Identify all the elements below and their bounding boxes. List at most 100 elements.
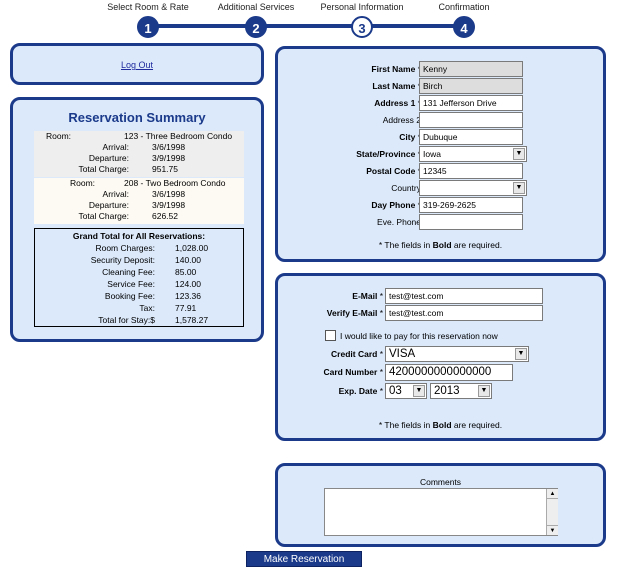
grand-line-label: Booking Fee: [104, 291, 155, 301]
room-label: Room: [46, 131, 72, 141]
grand-line-label: Total for Stay:$ [98, 315, 155, 325]
address1-label: Address 1 [374, 98, 416, 108]
last-name-label: Last Name [372, 81, 416, 91]
grand-line-label: Tax: [139, 303, 155, 313]
payment-panel: E-Mail * test@test.com Verify E-Mail * t… [275, 273, 606, 441]
address1-field[interactable]: 131 Jefferson Drive [419, 95, 523, 111]
room-summary-2: Room: 208 - Two Bedroom Condo Arrival: 3/6… [34, 178, 244, 224]
grand-line-label: Cleaning Fee: [102, 267, 155, 277]
exp-date-label: Exp. Date [338, 386, 378, 396]
comments-scrollbar[interactable]: ▲ ▼ [546, 489, 558, 535]
departure-value: 3/9/1998 [152, 200, 186, 210]
step-1-label: Select Room & Rate [107, 2, 189, 12]
total-charge-value: 951.75 [152, 164, 178, 174]
grand-line-label: Room Charges: [95, 243, 155, 253]
pay-now-checkbox[interactable] [325, 330, 336, 341]
arrival-label: Arrival: [102, 142, 129, 152]
grand-line-value: 85.00 [175, 267, 197, 277]
eve-phone-label: Eve. Phone [377, 217, 421, 227]
chevron-down-icon: ▼ [478, 385, 490, 397]
pay-now-label: I would like to pay for this reservation… [340, 331, 498, 341]
make-reservation-button[interactable]: Make Reservation [246, 551, 362, 567]
grand-total-title: Grand Total for All Reservations: [72, 231, 206, 241]
card-number-label: Card Number [323, 367, 378, 377]
chevron-down-icon: ▼ [515, 348, 527, 360]
logout-panel: Log Out [10, 43, 264, 85]
step-4-circle: 4 [453, 16, 475, 38]
last-name-field[interactable]: Birch [419, 78, 523, 94]
postal-code-field[interactable]: 12345 [419, 163, 523, 179]
postal-label: Postal Code [366, 166, 416, 176]
eve-phone-field[interactable] [419, 214, 523, 230]
arrival-value: 3/6/1998 [152, 142, 186, 152]
grand-line-value: 77.91 [175, 303, 197, 313]
room-value: 123 - Three Bedroom Condo [124, 131, 233, 141]
grand-line-value: 140.00 [175, 255, 201, 265]
exp-month-select[interactable]: 03 ▼ [385, 383, 427, 399]
state-select[interactable]: Iowa ▼ [419, 146, 527, 162]
grand-line-value: 1,028.00 [175, 243, 209, 253]
verify-email-field[interactable]: test@test.com [385, 305, 543, 321]
scroll-down-icon[interactable]: ▼ [547, 525, 558, 535]
city-label: City [399, 132, 416, 142]
card-number-field[interactable]: 4200000000000000 [385, 364, 513, 381]
address2-field[interactable] [419, 112, 523, 128]
total-charge-label: Total Charge: [78, 164, 129, 174]
summary-title: Reservation Summary [68, 110, 206, 125]
progress-line [146, 24, 464, 28]
room-value: 208 - Two Bedroom Condo [124, 178, 226, 188]
arrival-value: 3/6/1998 [152, 189, 186, 199]
exp-year-value: 2013 [434, 385, 460, 397]
room-summary-1: Room: 123 - Three Bedroom Condo Arrival: 3… [34, 131, 244, 177]
credit-card-select[interactable]: VISA ▼ [385, 346, 529, 362]
required-note: * The fields in Bold are required. [378, 420, 503, 430]
city-field[interactable]: Dubuque [419, 129, 523, 145]
arrival-label: Arrival: [102, 189, 129, 199]
day-phone-field[interactable]: 319-269-2625 [419, 197, 523, 213]
credit-card-value: VISA [389, 348, 416, 360]
country-label: Country [391, 183, 421, 193]
state-value: Iowa [423, 149, 441, 159]
departure-label: Departure: [88, 200, 129, 210]
first-name-label: First Name [371, 64, 416, 74]
step-2-circle: 2 [245, 16, 267, 38]
grand-line-label: Service Fee: [107, 279, 155, 289]
total-charge-value: 626.52 [152, 211, 178, 221]
day-phone-label: Day Phone [371, 200, 416, 210]
grand-line-label: Security Deposit: [90, 255, 155, 265]
chevron-down-icon: ▼ [413, 385, 425, 397]
departure-value: 3/9/1998 [152, 153, 186, 163]
progress-steps: Select Room & Rate 1 Additional Services… [0, 0, 618, 40]
step-2-label: Additional Services [217, 2, 295, 12]
comments-textarea[interactable] [324, 488, 558, 536]
grand-line-value: 123.36 [175, 291, 201, 301]
required-note: * The fields in Bold are required. [378, 240, 503, 250]
verify-email-label: Verify E-Mail [326, 308, 378, 318]
address2-label: Address 2 [382, 115, 421, 125]
comments-label: Comments [419, 477, 462, 487]
departure-label: Departure: [88, 153, 129, 163]
room-label: Room: [70, 178, 96, 188]
grand-line-value: 124.00 [175, 279, 201, 289]
comments-panel: Comments ▲ ▼ [275, 463, 606, 547]
country-select[interactable]: ▼ [419, 180, 527, 196]
chevron-down-icon: ▼ [513, 148, 525, 160]
personal-info-panel: First Name * Kenny Last Name * Birch Add… [275, 46, 606, 262]
first-name-field[interactable]: Kenny [419, 61, 523, 77]
step-3-circle: 3 [351, 16, 373, 38]
step-1-circle: 1 [137, 16, 159, 38]
logout-link[interactable]: Log Out [120, 60, 154, 70]
step-1: Select Room & Rate 1 [88, 0, 208, 38]
scroll-up-icon[interactable]: ▲ [547, 489, 558, 499]
step-3-label: Personal Information [320, 2, 404, 12]
email-label: E-Mail [352, 291, 378, 301]
email-field[interactable]: test@test.com [385, 288, 543, 304]
grand-total-box: Grand Total for All Reservations: Room C… [34, 228, 244, 327]
credit-card-label: Credit Card [331, 349, 378, 359]
reservation-summary-panel: Reservation Summary Room: 123 - Three Bed… [10, 97, 264, 342]
exp-year-select[interactable]: 2013 ▼ [430, 383, 492, 399]
state-label: State/Province [356, 149, 416, 159]
exp-month-value: 03 [389, 385, 402, 397]
total-charge-label: Total Charge: [78, 211, 129, 221]
step-2: Additional Services 2 [196, 0, 316, 38]
